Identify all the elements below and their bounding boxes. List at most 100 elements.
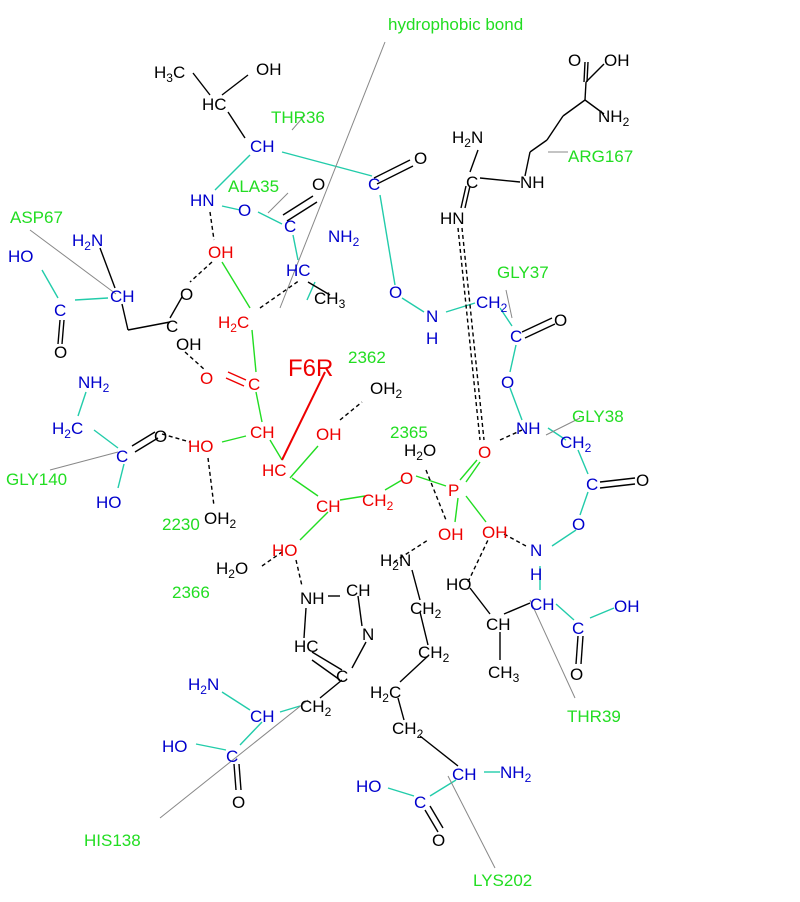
atom-p: P xyxy=(448,481,459,500)
his138-label: HIS138 xyxy=(84,831,141,850)
gly38-label: GLY38 xyxy=(572,407,624,426)
atom-ch2: CH2 xyxy=(410,599,442,621)
atom-ho: HO xyxy=(8,247,34,266)
atom-ho: HO xyxy=(272,541,298,560)
atom-labels: H3C OH HC CH C O HN O O C O NH2 HC CH3 O… xyxy=(8,51,649,850)
atom-h2c: H2C xyxy=(52,419,83,441)
atom-ch: CH xyxy=(250,707,275,726)
atom-ho: HO xyxy=(446,575,472,594)
atom-h2o: H2O xyxy=(216,559,248,581)
atom-o: O xyxy=(501,373,514,392)
atom-oh: OH xyxy=(438,525,464,544)
atom-o: O xyxy=(400,469,413,488)
atom-oh: OH xyxy=(208,243,234,262)
atom-ch: CH xyxy=(486,615,511,634)
atom-c: C xyxy=(466,173,478,192)
atom-hn: HN xyxy=(440,209,465,228)
atom-ch2: CH2 xyxy=(560,433,592,455)
atom-o: O xyxy=(238,201,251,220)
atom-c: C xyxy=(166,317,178,336)
thr36-label: THR36 xyxy=(271,108,325,127)
thr39-label: THR39 xyxy=(567,707,621,726)
atom-c: C xyxy=(116,447,128,466)
atom-h2c: H2C xyxy=(370,683,401,705)
atom-o: O xyxy=(232,793,245,812)
atom-h2c: H2C xyxy=(218,313,249,335)
arg167-label: ARG167 xyxy=(568,147,633,166)
atom-ch: CH xyxy=(110,287,135,306)
atom-h: H xyxy=(426,329,438,348)
f6r-label: F6R xyxy=(288,355,333,382)
atom-o: O xyxy=(312,175,325,194)
atom-o: O xyxy=(389,283,402,302)
atom-o: O xyxy=(414,149,427,168)
atom-oh: OH xyxy=(316,425,342,444)
atom-o: O xyxy=(200,369,213,388)
atom-nh: NH xyxy=(520,173,545,192)
atom-c: C xyxy=(226,747,238,766)
atom-c: C xyxy=(248,375,260,394)
asp67-label: ASP67 xyxy=(10,208,63,227)
atom-o: O xyxy=(568,51,581,70)
atom-ch: CH xyxy=(250,137,275,156)
atom-ch2: CH2 xyxy=(300,697,332,719)
atom-n: N xyxy=(426,307,438,326)
lys202-label: LYS202 xyxy=(473,871,532,890)
atom-c: C xyxy=(54,301,66,320)
residue-annotations: hydrophobic bond THR36 ALA35 ASP67 ARG16… xyxy=(6,15,633,890)
atom-n: N xyxy=(530,541,542,560)
atom-ch: CH xyxy=(316,497,341,516)
water-2362-label: 2362 xyxy=(348,348,386,367)
atom-c: C xyxy=(368,175,380,194)
hydrogen-bonds xyxy=(161,211,527,587)
atom-ch: CH xyxy=(250,423,275,442)
hydrophobic-bond-label: hydrophobic bond xyxy=(388,15,523,34)
atom-h2n: H2N xyxy=(72,231,103,253)
water-2365-label: 2365 xyxy=(390,423,428,442)
water-2230-label: 2230 xyxy=(162,515,200,534)
atom-nh2: NH2 xyxy=(78,373,110,395)
atom-ho: HO xyxy=(356,777,382,796)
atom-h3c: H3C xyxy=(154,63,185,85)
atom-hc: HC xyxy=(294,637,319,656)
atom-o: O xyxy=(570,665,583,684)
atom-o: O xyxy=(572,515,585,534)
water-2366-label: 2366 xyxy=(172,583,210,602)
atom-ch2: CH2 xyxy=(476,293,508,315)
atom-oh: OH xyxy=(604,51,630,70)
atom-oh: OH xyxy=(256,60,282,79)
atom-nh2: NH2 xyxy=(500,763,532,785)
atom-ch: CH xyxy=(452,765,477,784)
atom-c: C xyxy=(510,327,522,346)
atom-o: O xyxy=(636,471,649,490)
atom-oh: OH xyxy=(482,523,508,542)
atom-hn: HN xyxy=(190,191,215,210)
atom-hc: HC xyxy=(262,461,287,480)
atom-n: N xyxy=(362,625,374,644)
ala35-label: ALA35 xyxy=(228,177,279,196)
atom-nh: NH xyxy=(300,589,325,608)
atom-o: O xyxy=(180,285,193,304)
atom-hc: HC xyxy=(286,261,311,280)
atom-h2o: H2O xyxy=(404,441,436,463)
atom-o: O xyxy=(478,443,491,462)
atom-c: C xyxy=(284,217,296,236)
atom-c: C xyxy=(414,793,426,812)
atom-h: H xyxy=(530,565,542,584)
atom-ho: HO xyxy=(162,737,188,756)
atom-oh: OH xyxy=(614,597,640,616)
atom-oh2: OH2 xyxy=(370,379,403,401)
gly140-label: GLY140 xyxy=(6,470,67,489)
atom-nh: NH xyxy=(516,419,541,438)
atom-nh2: NH2 xyxy=(328,227,360,249)
atom-ch3: CH3 xyxy=(488,663,520,685)
atom-o: O xyxy=(54,343,67,362)
atom-hc: HC xyxy=(202,95,227,114)
atom-oh: OH xyxy=(176,335,202,354)
atom-h2n: H2N xyxy=(188,675,219,697)
atom-ch2: CH2 xyxy=(418,643,450,665)
atom-ho: HO xyxy=(96,493,122,512)
atom-c: C xyxy=(586,475,598,494)
atom-o: O xyxy=(432,831,445,850)
